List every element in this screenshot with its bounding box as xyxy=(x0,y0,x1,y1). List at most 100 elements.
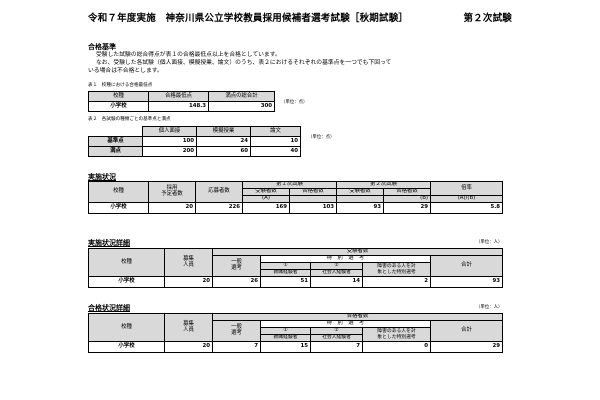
table5-cell-general: 7 xyxy=(212,341,261,353)
table4-cell-disability: 2 xyxy=(362,276,431,288)
table4-header-sp1-num: ① xyxy=(260,262,311,270)
table1-cell-min: 148.3 xyxy=(148,101,209,112)
table-row: 基準点 100 24 10 xyxy=(88,136,301,147)
table4-cell-sp1: 51 xyxy=(260,276,311,288)
table5-pass-detail: 校種 募集人員 合格者数 一般選考 特 別 選 考 合計 ① ② 障害のある人を… xyxy=(88,313,504,353)
table1-header-school: 校種 xyxy=(88,91,149,102)
table5-header-sp1: 教職経験者 xyxy=(260,334,311,342)
table3-header-blank xyxy=(336,195,384,203)
table3-header-plan: 採用予定者数 xyxy=(148,181,196,203)
table5-cell-disability: 0 xyxy=(362,341,431,353)
table4-header-sp2-num: ② xyxy=(310,262,363,270)
table1-cell-school: 小学校 xyxy=(88,101,149,112)
table1-header-full: 満点の総合計 xyxy=(208,91,275,102)
table2-header-essay: 論文 xyxy=(250,126,301,137)
criteria-heading: 合格基準 xyxy=(88,43,116,51)
table3-cell-second-exam: 93 xyxy=(336,202,384,214)
table4-header-disability: 障害のある人を対象とした特別選考 xyxy=(362,262,431,277)
table-row: 小学校 20 226 169 103 93 29 5.8 xyxy=(88,202,503,214)
table2-cell: 60 xyxy=(196,146,251,157)
table3-cell-first-pass: 103 xyxy=(289,202,337,214)
table5-header-total: 合計 xyxy=(429,320,504,342)
table4-exam-detail: 校種 募集人員 受験者数 一般選考 特 別 選 考 合計 ① ② 障害のある人を… xyxy=(88,248,504,288)
table5-unit: （単位：人） xyxy=(476,305,503,310)
table3-header-ab: (A)/(B) xyxy=(430,195,503,203)
table3-cell-plan: 20 xyxy=(148,202,196,214)
table1-caption: 表１ 校種における合格最低点 xyxy=(88,83,153,88)
table2-cell: 100 xyxy=(142,136,197,147)
table5-header-sp2-num: ② xyxy=(310,327,363,335)
table3-header-second: 第２次試験 xyxy=(336,181,431,189)
criteria-line-3: いる場合は不合格とします。 xyxy=(88,68,163,74)
table4-header-special: 特 別 選 考 xyxy=(260,255,431,263)
table2-cell: 200 xyxy=(142,146,197,157)
table5-cell-recruit: 20 xyxy=(164,341,213,353)
table1-cell-full: 300 xyxy=(208,101,275,112)
table1-min-score: 校種 合格最低点 満点の総合計 小学校 148.3 300 xyxy=(88,91,275,112)
table2-caption: 表２ 各試験の種類ごとの基準点と満点 xyxy=(88,117,171,122)
table5-header-top: 合格者数 xyxy=(211,313,504,321)
table2-row-label: 基準点 xyxy=(88,136,143,147)
table5-cell-school: 小学校 xyxy=(88,341,165,353)
table4-unit: （単位：人） xyxy=(476,240,503,245)
table3-header-first-pass: 合格者数 xyxy=(289,188,337,196)
criteria-line-1: 受験した試験の総合得点が表１の合格最低点以上を合格としています。 xyxy=(96,52,281,58)
table4-cell-general: 26 xyxy=(212,276,261,288)
table5-cell-sp1: 15 xyxy=(260,341,311,353)
table4-cell-total: 93 xyxy=(429,276,504,288)
criteria-line-2: なお、受験した各試験（個人面接、模擬授業、論文）のうち、表２におけるそれぞれの基… xyxy=(96,60,392,66)
table3-header-a: (A) xyxy=(242,195,290,203)
table4-header-school: 校種 xyxy=(88,248,165,277)
table-row: 小学校 20 7 15 7 0 29 xyxy=(88,341,504,353)
table2-header-blank xyxy=(88,126,143,137)
table3-header-school: 校種 xyxy=(88,181,149,203)
table1-header-min: 合格最低点 xyxy=(148,91,209,102)
table3-header-b: (B) xyxy=(383,195,431,203)
pass-detail-heading: 合格状況詳細 xyxy=(88,304,130,312)
document-title: 令和７年度実施 神奈川県公立学校教員採用候補者選考試験［秋期試験］ 第２次試験 xyxy=(88,10,512,24)
table2-row-label: 満点 xyxy=(88,146,143,157)
table2-header-interview: 個人面接 xyxy=(142,126,197,137)
table3-cell-second-pass: 29 xyxy=(383,202,431,214)
table4-cell-recruit: 20 xyxy=(164,276,213,288)
table3-cell-first-exam: 169 xyxy=(242,202,290,214)
table4-header-sp1: 教職経験者 xyxy=(260,269,311,277)
table3-header-rate: 倍率 xyxy=(430,181,503,196)
table5-cell-sp2: 7 xyxy=(310,341,363,353)
table4-header-recruit: 募集人員 xyxy=(164,248,213,277)
table3-header-blank xyxy=(289,195,337,203)
table5-header-sp2: 社会人経験者 xyxy=(310,334,363,342)
table3-cell-rate: 5.8 xyxy=(430,202,503,214)
table4-cell-school: 小学校 xyxy=(88,276,165,288)
table4-cell-sp2: 14 xyxy=(310,276,363,288)
table1-unit: （単位：点） xyxy=(281,100,308,105)
table-row: 満点 200 60 40 xyxy=(88,146,301,157)
title-main: 令和７年度実施 神奈川県公立学校教員採用候補者選考試験［秋期試験］ xyxy=(88,13,409,24)
table4-header-total: 合計 xyxy=(429,255,504,277)
table2-base-score: 個人面接 模擬授業 論文 基準点 100 24 10 満点 200 60 40 xyxy=(88,126,301,157)
table5-header-recruit: 募集人員 xyxy=(164,313,213,342)
table3-header-applicants: 応募者数 xyxy=(195,181,243,203)
table5-header-disability: 障害のある人を対象とした特別選考 xyxy=(362,327,431,342)
table3-cell-applicants: 226 xyxy=(195,202,243,214)
table3-header-first-exam: 受験者数 xyxy=(242,188,290,196)
table2-unit: （単位：点） xyxy=(308,135,335,140)
detail-heading: 実施状況詳細 xyxy=(88,239,130,247)
table4-header-general: 一般選考 xyxy=(212,255,261,277)
status-heading: 実施状況 xyxy=(88,173,116,181)
table5-cell-total: 29 xyxy=(429,341,504,353)
table2-cell: 10 xyxy=(250,136,301,147)
table2-cell: 40 xyxy=(250,146,301,157)
table5-header-special: 特 別 選 考 xyxy=(260,320,431,328)
table5-header-general: 一般選考 xyxy=(212,320,261,342)
table3-header-first: 第１次試験 xyxy=(242,181,337,189)
table3-header-second-exam: 受験者数 xyxy=(336,188,384,196)
table4-header-top: 受験者数 xyxy=(211,248,504,256)
table5-header-sp1-num: ① xyxy=(260,327,311,335)
table3-status: 校種 採用予定者数 応募者数 第１次試験 第２次試験 倍率 受験者数 合格者数 … xyxy=(88,181,503,214)
table5-header-school: 校種 xyxy=(88,313,165,342)
table2-cell: 24 xyxy=(196,136,251,147)
table3-header-second-pass: 合格者数 xyxy=(383,188,431,196)
table4-header-sp2: 社会人経験者 xyxy=(310,269,363,277)
title-sub: 第２次試験 xyxy=(463,13,512,24)
